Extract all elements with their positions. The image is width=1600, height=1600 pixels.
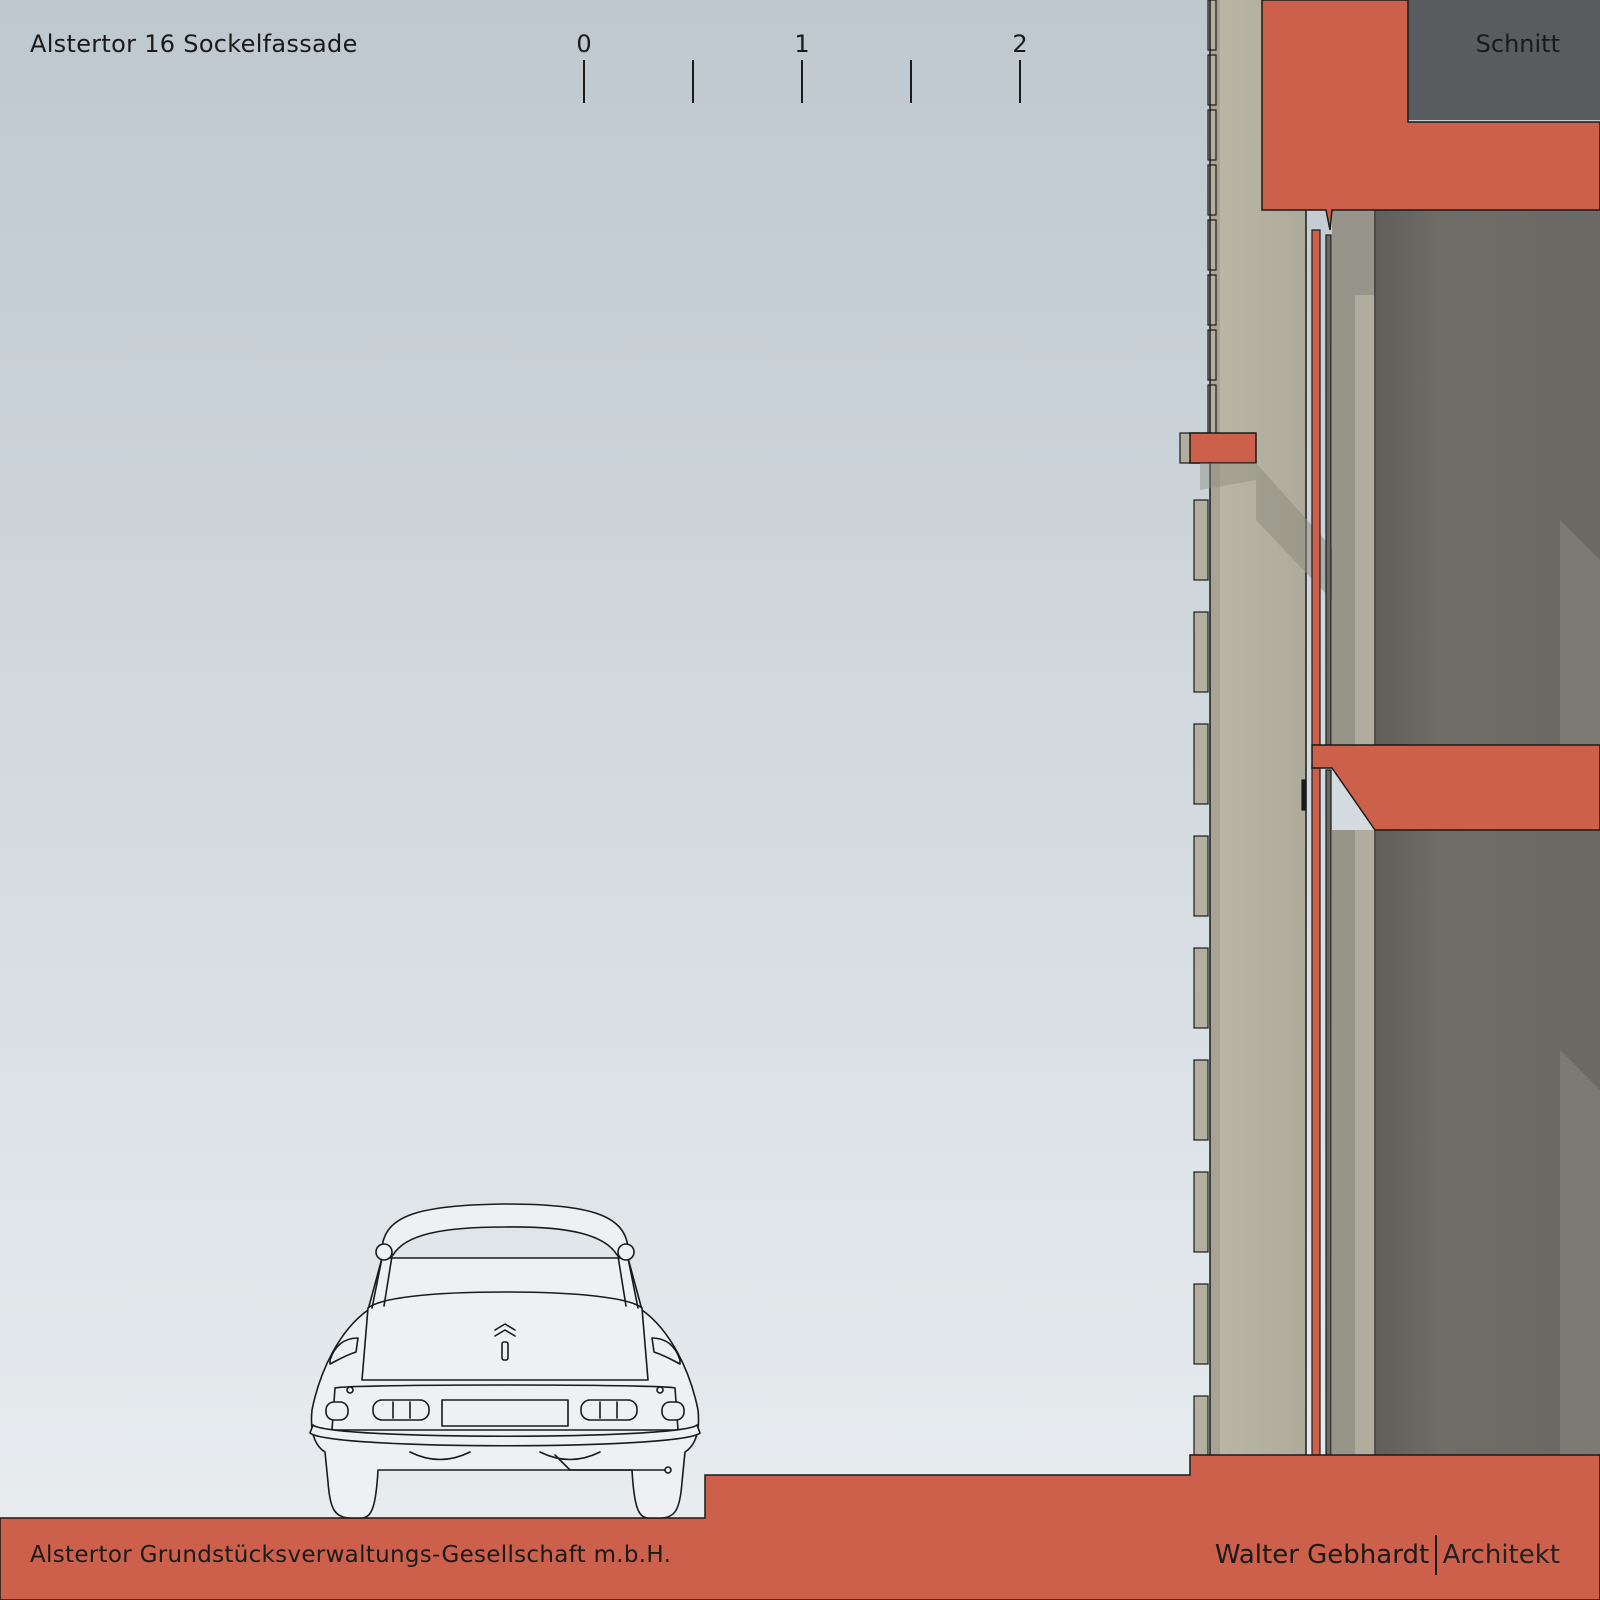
- facade-block: [1207, 329, 1217, 381]
- architect-name: Walter Gebhardt: [1214, 1540, 1430, 1570]
- facade-block: [1193, 1059, 1209, 1141]
- facade-block: [1193, 1171, 1209, 1253]
- scale-label-0: 0: [576, 30, 592, 58]
- facade-block: [1193, 835, 1209, 917]
- facade-block: [1207, 164, 1217, 216]
- facade-block: [1193, 611, 1209, 693]
- scale-label-2: 2: [1012, 30, 1028, 58]
- facade-block: [1207, 109, 1217, 161]
- facade-rustication: [1193, 0, 1217, 1477]
- facade-block: [1207, 384, 1217, 436]
- facade-block: [1207, 219, 1217, 271]
- scale-bar: [583, 60, 1021, 103]
- facade-wall: [1193, 0, 1307, 1477]
- architect-role: Architekt: [1442, 1540, 1560, 1570]
- car-rear-illustration: [309, 1203, 701, 1519]
- facade-block: [1193, 723, 1209, 805]
- client-name: Alstertor Grundstücksverwaltungs-Gesells…: [30, 1542, 672, 1568]
- facade-block: [1207, 0, 1217, 51]
- drawing-title: Alstertor 16 Sockelfassade: [30, 30, 358, 58]
- window-frames: [1301, 229, 1332, 1456]
- facade-block: [1193, 1283, 1209, 1365]
- facade-block: [1207, 274, 1217, 326]
- credit-divider: [1435, 1535, 1437, 1575]
- facade-block: [1193, 947, 1209, 1029]
- section-label: Schnitt: [1475, 30, 1560, 58]
- facade-block: [1207, 54, 1217, 106]
- facade-block: [1193, 499, 1209, 581]
- architect-credit: Walter Gebhardt Architekt: [1215, 1535, 1560, 1575]
- scale-label-1: 1: [794, 30, 810, 58]
- interior-spaces: [1332, 0, 1600, 1455]
